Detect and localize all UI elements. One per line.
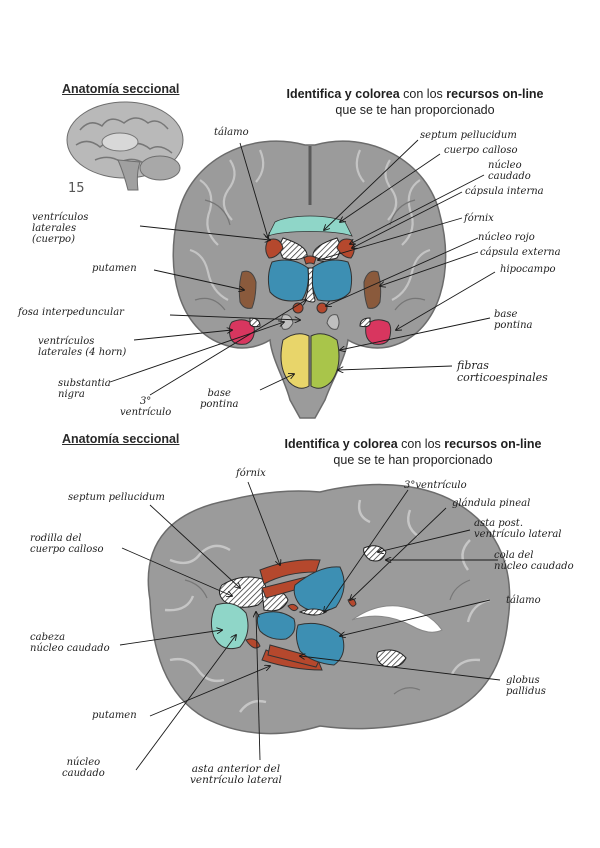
label-line: base bbox=[207, 388, 231, 399]
heading-part1: Identifica y colorea bbox=[284, 437, 398, 451]
label-putamen-coronal: putamen bbox=[92, 263, 137, 274]
label-nucleo-caudado-axial: núcleo caudado bbox=[62, 757, 105, 779]
label-line: 3° bbox=[139, 396, 152, 407]
label-glandula-pineal: glándula pineal bbox=[452, 498, 531, 509]
label-line: (cuerpo) bbox=[32, 234, 75, 245]
label-line: cabeza bbox=[30, 632, 66, 643]
label-line: caudado bbox=[62, 768, 105, 779]
label-line: núcleo bbox=[66, 757, 101, 768]
instruction-heading-bottom: Identifica y colorea con los recursos on… bbox=[248, 436, 578, 468]
label-line: cuerpo calloso bbox=[30, 544, 104, 555]
heading-line2: que se te han proporcionado bbox=[333, 453, 493, 467]
label-capsula-externa: cápsula externa bbox=[480, 247, 561, 258]
section-title-top: Anatomía seccional bbox=[62, 82, 180, 96]
label-base-pontina-bottom: base pontina bbox=[200, 388, 238, 410]
label-septum-pellucidum: septum pellucidum bbox=[420, 130, 517, 141]
label-line: base bbox=[494, 309, 518, 320]
label-substantia-nigra: substantia nigra bbox=[58, 378, 111, 400]
label-asta-anterior: asta anterior del ventrículo lateral bbox=[190, 764, 282, 786]
label-line: nigra bbox=[58, 389, 85, 400]
label-line: ventrículo lateral bbox=[190, 774, 282, 786]
label-line: laterales (4 horn) bbox=[38, 347, 127, 358]
label-tercer-ventriculo-axial: 3°ventrículo bbox=[404, 480, 467, 491]
label-cola-nucleo-caudado: cola del núcleo caudado bbox=[494, 550, 574, 572]
label-line: globus bbox=[506, 675, 540, 686]
section-title-bottom: Anatomía seccional bbox=[62, 432, 180, 446]
label-line: fibras bbox=[457, 359, 489, 372]
label-line: substantia bbox=[58, 378, 111, 389]
label-line: corticoespinales bbox=[457, 371, 548, 384]
label-line: pontina bbox=[494, 320, 533, 331]
label-line: ventrículos bbox=[38, 336, 95, 347]
label-putamen-axial: putamen bbox=[92, 710, 137, 721]
heading-part1: Identifica y colorea bbox=[286, 87, 400, 101]
label-line: ventrículo lateral bbox=[474, 529, 562, 540]
label-talamo: tálamo bbox=[214, 127, 249, 138]
label-tercer-ventriculo-coronal: 3° ventrículo bbox=[120, 396, 171, 418]
label-base-pontina-right: base pontina bbox=[494, 309, 532, 331]
label-line: asta anterior del bbox=[191, 763, 281, 775]
label-line: pallidus bbox=[506, 686, 546, 697]
label-capsula-interna: cápsula interna bbox=[465, 186, 544, 197]
heading-part3: recursos on-line bbox=[446, 87, 544, 101]
heading-part2: con los bbox=[399, 87, 447, 101]
label-septum-pellucidum-axial: septum pellucidum bbox=[68, 492, 165, 503]
label-line: núcleo caudado bbox=[30, 643, 110, 654]
label-line: cola del bbox=[494, 550, 534, 561]
label-nucleo-caudado-coronal: núcleo caudado bbox=[488, 160, 531, 182]
label-cuerpo-calloso: cuerpo calloso bbox=[444, 145, 518, 156]
label-line: caudado bbox=[488, 171, 531, 182]
page-number: 15 bbox=[68, 181, 85, 196]
brain-thumbnail-icon bbox=[66, 101, 184, 191]
label-line: núcleo bbox=[488, 160, 522, 171]
heading-part2: con los bbox=[397, 437, 445, 451]
label-line: asta post. bbox=[474, 518, 524, 529]
label-ventriculos-laterales-cuerpo: ventrículos laterales (cuerpo) bbox=[32, 212, 88, 245]
label-line: ventrículo bbox=[120, 407, 172, 418]
coronal-brain-section bbox=[172, 140, 447, 419]
label-nucleo-rojo: núcleo rojo bbox=[478, 232, 535, 243]
label-globus-pallidus: globus pallidus bbox=[506, 675, 546, 697]
label-line: ventrículos bbox=[32, 212, 89, 223]
label-ventriculos-laterales-horn: ventrículos laterales (4 horn) bbox=[38, 336, 126, 358]
label-talamo-axial: tálamo bbox=[506, 595, 541, 606]
label-line: pontina bbox=[200, 399, 239, 410]
label-asta-posterior: asta post. ventrículo lateral bbox=[474, 518, 561, 540]
label-fosa-interpeduncular: fosa interpeduncular bbox=[18, 307, 124, 318]
axial-brain-section bbox=[147, 483, 511, 735]
heading-line2: que se te han proporcionado bbox=[335, 103, 495, 117]
label-fornix-axial: fórnix bbox=[236, 468, 266, 479]
label-rodilla-cuerpo-calloso: rodilla del cuerpo calloso bbox=[30, 533, 103, 555]
label-cabeza-nucleo-caudado: cabeza núcleo caudado bbox=[30, 632, 110, 654]
label-fibras-corticoespinales: fibras corticoespinales bbox=[457, 360, 548, 384]
label-line: rodilla del bbox=[30, 533, 82, 544]
label-line: núcleo caudado bbox=[494, 561, 574, 572]
instruction-heading-top: Identifica y colorea con los recursos on… bbox=[250, 86, 580, 118]
label-hipocampo: hipocampo bbox=[500, 264, 556, 275]
label-fornix-coronal: fórnix bbox=[464, 213, 494, 224]
label-line: laterales bbox=[32, 223, 77, 234]
heading-part3: recursos on-line bbox=[444, 437, 542, 451]
